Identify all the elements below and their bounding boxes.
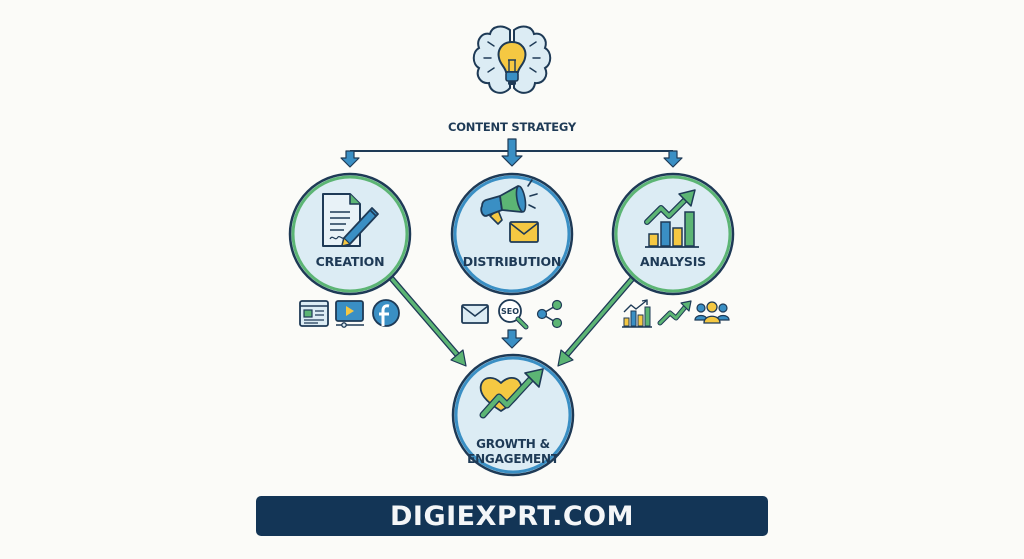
creation-node: CREATION xyxy=(288,172,412,296)
node-circle xyxy=(450,172,574,296)
node-circle xyxy=(451,353,575,477)
distribution-sub-icons: SEO xyxy=(460,298,570,334)
arrow-creation-to-growth xyxy=(389,276,467,367)
document-pen-icon xyxy=(322,193,379,247)
brand-banner: DIGIEXPRT.COM xyxy=(256,496,768,536)
brain-lightbulb-icon xyxy=(472,25,552,94)
heart-growth-arrow-icon xyxy=(479,368,544,419)
arrow-to-analysis xyxy=(663,150,683,168)
arrow-distribution-to-growth xyxy=(501,329,523,349)
arrow-to-creation xyxy=(340,150,360,168)
creation-sub-icons xyxy=(298,298,408,334)
growth-engagement-node: GROWTH & ENGAGEMENT xyxy=(451,353,575,477)
arrow-to-distribution xyxy=(501,138,523,167)
email-icon xyxy=(461,304,489,324)
creation-label: CREATION xyxy=(315,254,385,269)
video-player-icon xyxy=(335,300,364,328)
users-group-icon xyxy=(694,301,730,324)
distribution-node: DISTRIBUTION xyxy=(450,172,574,296)
trend-arrow-icon xyxy=(657,300,692,326)
analysis-sub-icons xyxy=(620,298,732,334)
bar-chart-icon xyxy=(622,299,652,328)
seo-magnifier-icon: SEO xyxy=(498,299,529,330)
brand-text: DIGIEXPRT.COM xyxy=(389,500,634,532)
analysis-label: ANALYSIS xyxy=(640,254,706,269)
facebook-icon xyxy=(372,299,400,327)
megaphone-icon xyxy=(480,179,538,225)
bar-chart-trend-icon xyxy=(644,189,699,248)
content-strategy-node xyxy=(470,22,554,102)
envelope-icon xyxy=(509,221,539,243)
content-strategy-label: CONTENT STRATEGY xyxy=(447,120,577,134)
node-circle xyxy=(611,172,735,296)
analysis-node: ANALYSIS xyxy=(611,172,735,296)
distribution-label: DISTRIBUTION xyxy=(462,254,562,269)
growth-label-line2: ENGAGEMENT xyxy=(467,452,559,466)
growth-label-line1: GROWTH & xyxy=(476,437,550,451)
webpage-icon xyxy=(299,300,329,327)
node-circle xyxy=(288,172,412,296)
growth-engagement-label: GROWTH & ENGAGEMENT xyxy=(451,437,575,467)
svg-text:SEO: SEO xyxy=(501,307,519,316)
share-icon xyxy=(536,299,563,329)
arrow-analysis-to-growth xyxy=(557,276,635,367)
